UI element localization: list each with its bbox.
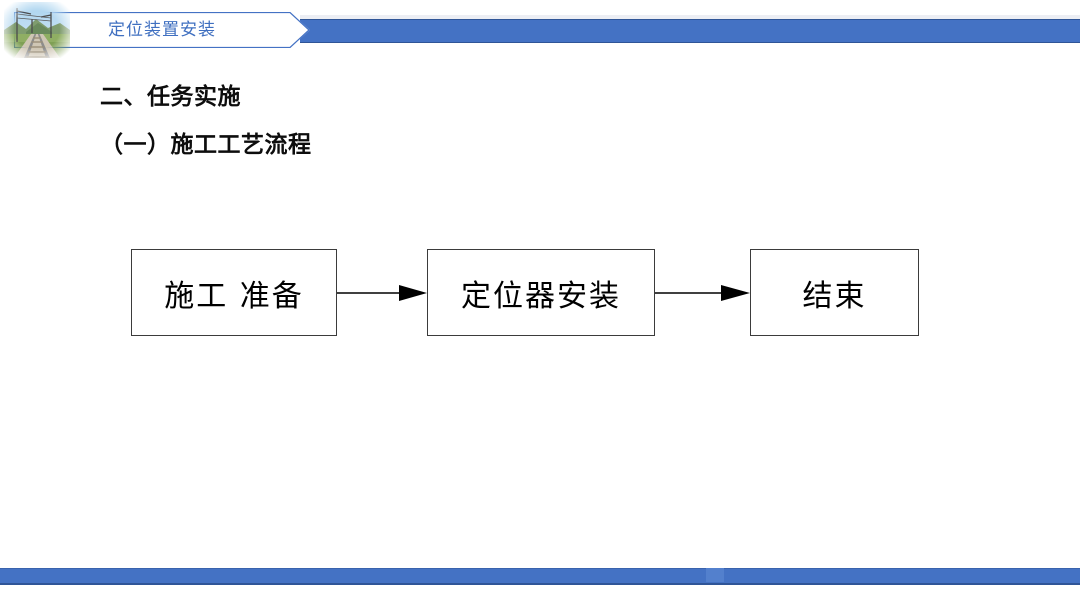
slide-header: 定位装置安装 xyxy=(0,0,1080,60)
section-heading: 二、任务实施 xyxy=(100,84,241,110)
subsection-heading: （一）施工工艺流程 xyxy=(100,132,312,158)
flow-node-install[interactable]: 定位器安装 xyxy=(427,249,655,336)
flow-arrow-install-to-end xyxy=(655,285,750,301)
flow-arrow-prep-to-install xyxy=(337,285,427,301)
header-title: 定位装置安装 xyxy=(108,20,216,40)
header-bar-shadow xyxy=(300,15,1080,19)
footer-accent-bar xyxy=(0,568,1080,585)
header-accent-bar xyxy=(300,19,1080,43)
footer-bar-highlight xyxy=(706,568,724,582)
flow-node-prep[interactable]: 施工 准备 xyxy=(131,249,337,336)
flow-node-end[interactable]: 结束 xyxy=(750,249,919,336)
railway-photo-icon xyxy=(4,2,70,58)
